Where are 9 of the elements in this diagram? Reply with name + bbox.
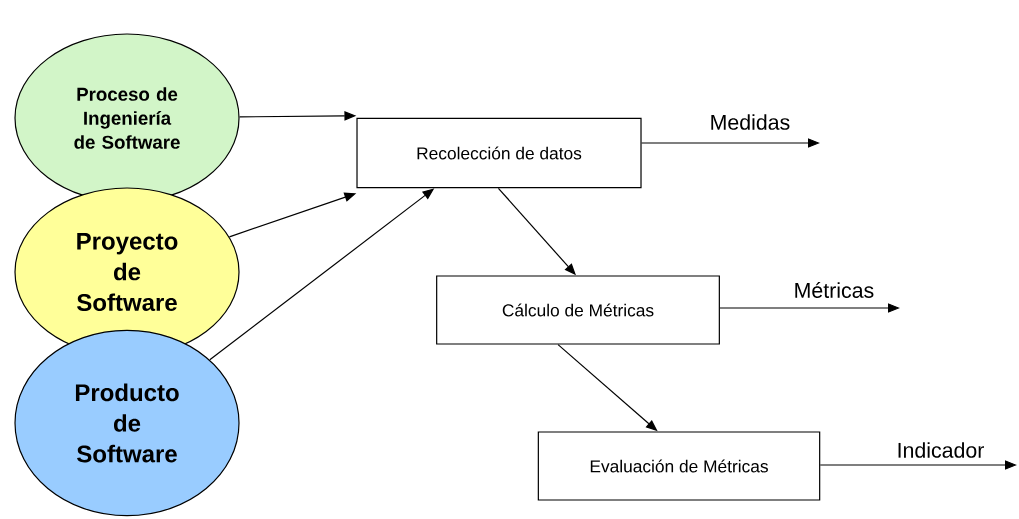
process-box: Recolección de datos [356, 117, 642, 189]
edge-label: Métricas [795, 282, 874, 298]
ellipse-node: Proyecto de Software [14, 187, 240, 357]
process-box: Cálculo de Métricas [436, 275, 720, 345]
edge-label: Medidas [711, 114, 790, 130]
process-box: Evaluación de Métricas [537, 431, 821, 501]
ellipse-node: Proceso de Ingeniería de Software [14, 33, 240, 203]
edge-label: Indicador [898, 442, 984, 458]
ellipse-node: Producto de Software [14, 329, 240, 517]
